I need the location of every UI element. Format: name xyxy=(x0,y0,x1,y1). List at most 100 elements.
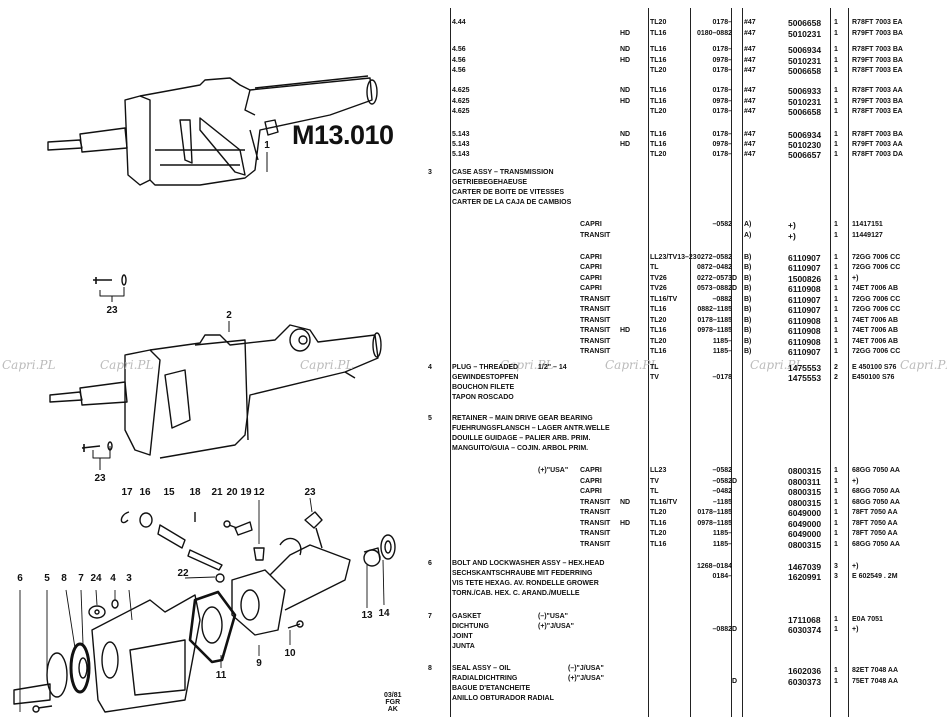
date-range: 0978– xyxy=(712,57,732,64)
vehicle-model: TRANSIT xyxy=(580,327,611,334)
callout-23: 23 xyxy=(94,473,106,484)
duty-type: HD xyxy=(620,327,631,334)
callout-18: 18 xyxy=(189,487,201,498)
engine-code: TL20 xyxy=(650,338,667,345)
option-code: #47 xyxy=(744,87,756,94)
part-number: 0800311 xyxy=(788,477,821,487)
stamp-date: 03/81 xyxy=(384,692,402,699)
description-de: SECHSKANTSCHRAUBE MIT FEDERRING xyxy=(452,570,593,577)
engine-code: TL16 xyxy=(650,520,667,527)
date-range: –0482 xyxy=(712,488,732,495)
callout-5: 5 xyxy=(44,573,50,584)
quantity: 1 xyxy=(834,285,838,292)
part-number: 6110907 xyxy=(788,347,821,357)
quantity: 1 xyxy=(834,232,838,239)
item-number: 3 xyxy=(428,169,432,176)
engine-code: TL20 xyxy=(650,151,667,158)
callout-3: 3 xyxy=(126,573,132,584)
reference-letter: B) xyxy=(744,306,752,313)
engine-code: TL20 xyxy=(650,67,667,74)
finis-code: 74ET 7006 AB xyxy=(852,338,899,345)
part-number: 0800315 xyxy=(788,487,822,497)
finis-code: E 450100 S76 xyxy=(852,364,897,371)
transmission-illustration xyxy=(13,75,396,713)
reference-letter: B) xyxy=(744,264,752,271)
callout-10: 10 xyxy=(284,648,296,659)
description-fr: VIS TETE HEXAG. AV. RONDELLE GROWER xyxy=(452,580,599,587)
finis-code: 78FT 7050 AA xyxy=(852,530,898,537)
date-range: –0882 xyxy=(712,626,732,633)
d-flag: D xyxy=(732,626,738,633)
description-es: JUNTA xyxy=(452,643,475,650)
finis-code: 68GG 7050 AA xyxy=(852,499,900,506)
engine-code: TL16/TV xyxy=(650,296,678,303)
quantity: 1 xyxy=(834,520,838,527)
quantity: 1 xyxy=(834,98,838,105)
quantity: 1 xyxy=(834,151,838,158)
option-code: #47 xyxy=(744,19,756,26)
quantity: 1 xyxy=(834,67,838,74)
d-flag: D xyxy=(732,478,738,485)
description-es: ANILLO OBTURADOR RADIAL xyxy=(452,695,554,702)
part-number: 1602036 xyxy=(788,666,822,676)
axle-ratio: 4.625 xyxy=(452,108,470,115)
part-number: 6049000 xyxy=(788,508,822,518)
quantity: 1 xyxy=(834,30,838,37)
transmission-assembly-2 xyxy=(49,324,382,459)
vehicle-model: TRANSIT xyxy=(580,317,611,324)
engine-code: TL16 xyxy=(650,30,667,37)
date-range: 0178– xyxy=(712,108,732,115)
part-number: 1467039 xyxy=(788,562,822,572)
finis-code: R78FT 7003 EA xyxy=(852,67,903,74)
callout-8: 8 xyxy=(61,573,67,584)
part-number: 5006657 xyxy=(788,150,822,160)
finis-code: R78FT 7003 DA xyxy=(852,151,903,158)
quantity: 3 xyxy=(834,573,838,580)
duty-type: ND xyxy=(620,46,631,53)
quantity: 1 xyxy=(834,530,838,537)
description-fr: BAGUE D'ETANCHEITE xyxy=(452,685,531,692)
callout-7: 7 xyxy=(78,573,84,584)
part-number: 6030373 xyxy=(788,677,822,687)
watermark: Capri.PL xyxy=(605,358,659,372)
finis-code: 72GG 7006 CC xyxy=(852,348,901,355)
date-range: –0882 xyxy=(712,296,732,303)
vehicle-model: CAPRI xyxy=(580,221,602,228)
vehicle-model: TRANSIT xyxy=(580,499,611,506)
description-fr: DOUILLE GUIDAGE – PALIER ARB. PRIM. xyxy=(452,435,591,442)
vehicle-model: CAPRI xyxy=(580,488,602,495)
part-number: 5010231 xyxy=(788,97,822,107)
description-en: SEAL ASSY – OIL xyxy=(452,665,511,672)
date-range: 0978–1185 xyxy=(697,327,732,334)
engine-code: TL16 xyxy=(650,141,667,148)
axle-ratio: 5.143 xyxy=(452,131,470,138)
duty-type: HD xyxy=(620,98,631,105)
part-number: +) xyxy=(788,220,796,230)
finis-code: R78FT 7003 BA xyxy=(852,46,903,53)
option-code: #47 xyxy=(744,141,756,148)
engine-code: TL20 xyxy=(650,19,667,26)
finis-code: 72GG 7006 CC xyxy=(852,264,901,271)
engine-code: TV26 xyxy=(650,275,667,282)
date-range: 0178– xyxy=(712,151,732,158)
date-range: 1185– xyxy=(712,338,732,345)
parts-table: Capri.PL Capri.PL Capri.PL Capri.PL 4.44… xyxy=(420,0,947,725)
callout-2: 2 xyxy=(226,310,232,321)
quantity: 1 xyxy=(834,264,838,271)
finis-code: 11449127 xyxy=(852,232,883,239)
